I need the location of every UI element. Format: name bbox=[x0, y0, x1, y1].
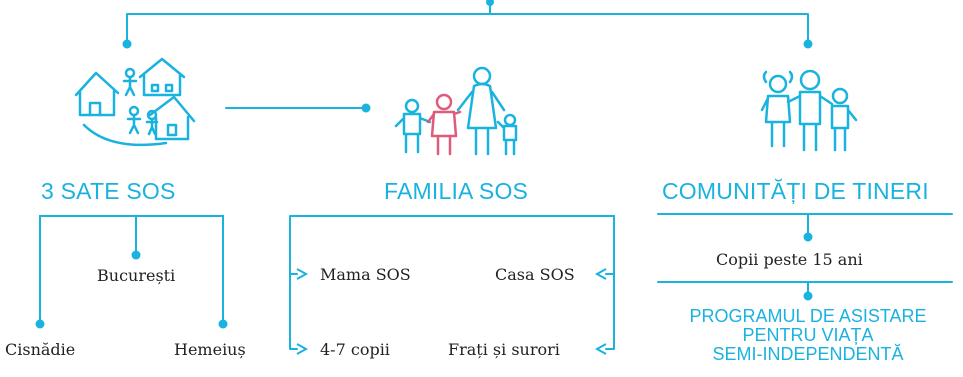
program-line-1: PROGRAMUL DE ASISTARE bbox=[689, 306, 927, 326]
frati-arrow bbox=[594, 343, 607, 355]
community-program-dot bbox=[803, 291, 813, 301]
mama-arrow bbox=[296, 268, 309, 280]
family-icon bbox=[394, 66, 518, 156]
community-program: PROGRAMUL DE ASISTARE PENTRU VIAȚA SEMI-… bbox=[648, 307, 963, 364]
bucuresti-dot bbox=[131, 250, 141, 260]
community-title: COMUNITĂȚI DE TINERI bbox=[662, 178, 929, 204]
hemeius-dot bbox=[218, 319, 228, 329]
family-bracket bbox=[289, 215, 615, 350]
top-node-dot bbox=[486, 0, 494, 6]
village-bucuresti: București bbox=[97, 266, 176, 285]
top-connector bbox=[126, 0, 809, 45]
program-line-3: SEMI-INDEPENDENTĂ bbox=[712, 344, 904, 364]
youth-group-icon bbox=[760, 69, 858, 152]
program-line-2: PENTRU VIAȚA bbox=[742, 325, 874, 345]
community-node-dot bbox=[803, 39, 813, 49]
family-item-casa: Casa SOS bbox=[495, 265, 575, 284]
community-age-dot bbox=[803, 232, 813, 242]
family-item-frati: Frați și surori bbox=[448, 340, 560, 359]
family-item-copii: 4-7 copii bbox=[320, 340, 390, 359]
villages-tree bbox=[39, 215, 224, 325]
village-cisnadie: Cisnădie bbox=[5, 340, 76, 359]
family-item-mama: Mama SOS bbox=[320, 265, 411, 284]
village-hemeius: Hemeiuș bbox=[174, 340, 246, 359]
villages-houses-icon bbox=[74, 57, 196, 147]
community-connectors bbox=[657, 213, 953, 297]
community-age: Copii peste 15 ani bbox=[716, 250, 863, 269]
villages-title: 3 SATE SOS bbox=[41, 178, 176, 204]
copii-arrow bbox=[296, 343, 309, 355]
cisnadie-dot bbox=[35, 319, 45, 329]
villages-node-dot bbox=[122, 39, 132, 49]
family-node-dot bbox=[361, 103, 371, 113]
casa-arrow bbox=[594, 268, 607, 280]
family-title: FAMILIA SOS bbox=[384, 178, 529, 204]
